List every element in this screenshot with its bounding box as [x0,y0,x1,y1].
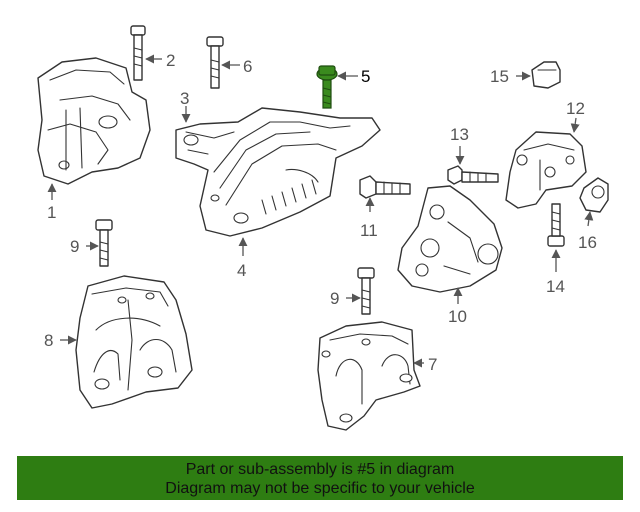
callout-8: 8 [44,331,53,350]
part-13-bolt[interactable] [447,165,499,185]
callout-11: 11 [360,221,378,240]
part-9-bolt-center[interactable] [357,267,375,315]
callout-7: 7 [428,355,437,374]
part-5-bolt-highlighted[interactable] [316,65,338,109]
part-9-bolt-left[interactable] [95,219,113,267]
callout-5: 5 [361,67,370,86]
part-15-clip[interactable] [531,61,561,89]
parts-diagram: 1 2 3 4 5 6 7 8 9 9 10 11 12 13 14 15 16 [37,25,609,431]
banner-line-part: Part or sub-assembly is #5 in diagram [185,461,455,478]
part-8-lower-mount[interactable] [75,275,193,409]
callout-1: 1 [47,203,56,222]
callout-12: 12 [566,99,585,118]
part-4-mount-bracket[interactable] [175,107,381,237]
part-10-mount[interactable] [397,185,503,293]
banner-line-disclaimer: Diagram may not be specific to your vehi… [165,480,475,497]
callout-6: 6 [243,57,252,76]
part-7-lower-mount[interactable] [317,321,421,431]
part-1-mount[interactable] [37,57,151,185]
part-14-bolt[interactable] [547,203,565,247]
leader-16 [584,211,594,227]
leader-lines [47,54,594,368]
callout-4: 4 [237,261,246,280]
callout-14: 14 [546,277,565,296]
callout-9-left: 9 [70,237,79,256]
info-banner: Part or sub-assembly is #5 in diagram Di… [17,456,623,500]
callout-16: 16 [578,233,597,252]
part-6-bolt[interactable] [206,36,224,89]
part-16-grommet[interactable] [579,177,609,213]
callout-labels: 1 2 3 4 5 6 7 8 9 9 10 11 12 13 14 15 16 [44,51,597,374]
callout-3: 3 [180,89,189,108]
callout-13: 13 [450,125,469,144]
callout-2: 2 [166,51,175,70]
part-12-bracket[interactable] [505,131,587,209]
callout-9-center: 9 [330,289,339,308]
callout-15: 15 [490,67,509,86]
part-2-bolt[interactable] [130,25,146,81]
leader-12 [570,117,580,133]
callout-10: 10 [448,307,467,326]
part-11-stud[interactable] [359,175,411,199]
